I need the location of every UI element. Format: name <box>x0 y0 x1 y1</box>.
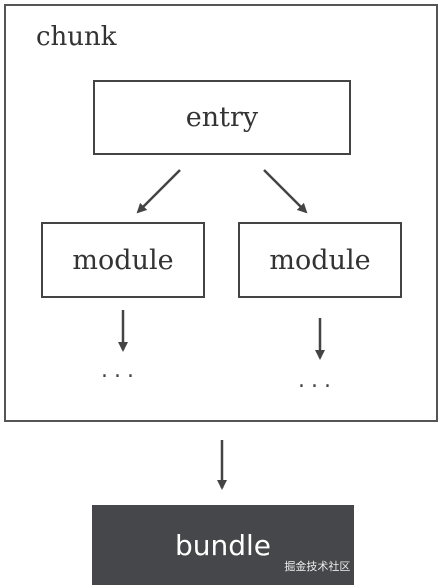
watermark-text: 掘金技术社区 @ zhangbao90s <box>284 560 442 573</box>
module-left-label: module <box>72 244 174 276</box>
bundle-label: bundle <box>174 528 272 562</box>
chunk-label: chunk <box>36 22 117 52</box>
bundle-node: bundle <box>92 505 354 585</box>
ellipsis-right: ... <box>298 368 337 393</box>
module-node-left: module <box>41 222 205 298</box>
module-node-right: module <box>238 222 402 298</box>
entry-node: entry <box>93 80 351 155</box>
chunk-container <box>4 4 438 422</box>
entry-label: entry <box>185 102 259 133</box>
module-right-label: module <box>269 244 371 276</box>
ellipsis-left: ... <box>101 358 140 383</box>
